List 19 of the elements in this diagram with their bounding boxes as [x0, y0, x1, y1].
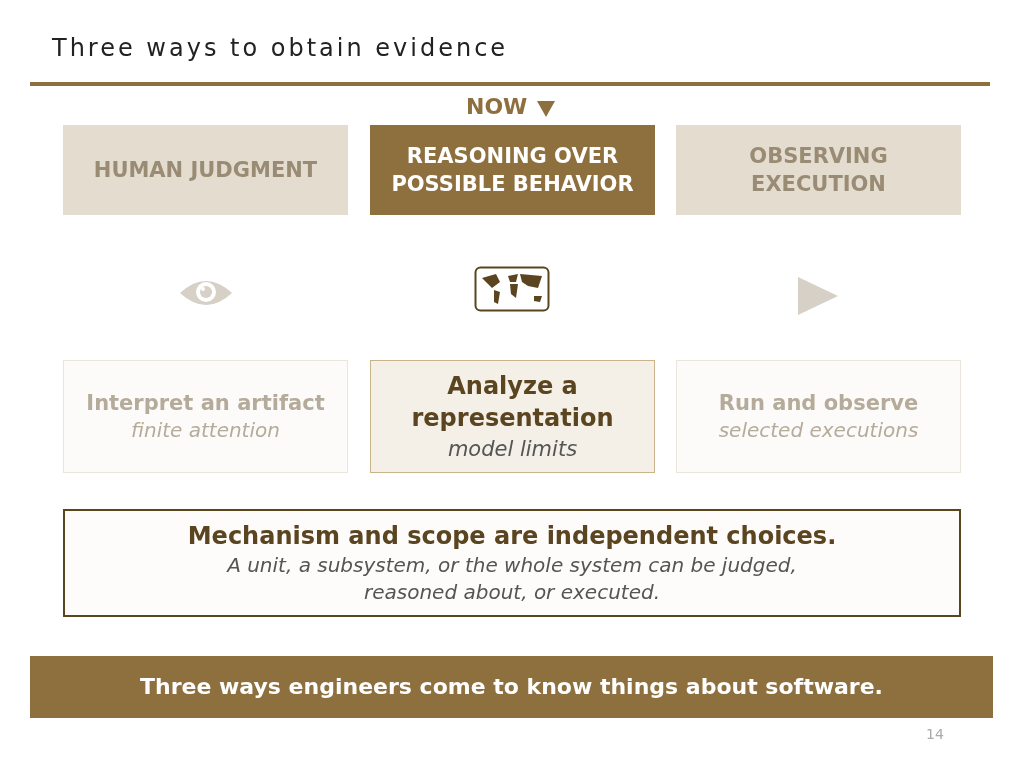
category-card: REASONING OVER POSSIBLE BEHAVIOR — [370, 125, 655, 215]
method-limit: selected executions — [718, 417, 919, 445]
pointer-label: NOW — [466, 94, 528, 119]
method-card — [676, 360, 961, 473]
page-number: 14 — [926, 726, 944, 742]
method-heading: Run and observe — [718, 389, 919, 417]
method-heading: Interpret an artifact — [86, 389, 325, 417]
note-text: A unit, a subsystem, or the whole system can be judged, reasoned about, or executed. — [225, 552, 798, 607]
method-limit: model limits — [447, 435, 578, 463]
summary-banner: Three ways engineers come to know things about software. — [30, 656, 993, 718]
note-box — [63, 509, 961, 617]
method-card — [370, 360, 655, 473]
slide-title: Three ways to obtain evidence — [52, 34, 509, 62]
method-limit: finite attention — [131, 417, 280, 445]
method-heading: Analyze a representation — [410, 370, 615, 435]
note-heading: Mechanism and scope are independent choices. — [187, 520, 837, 552]
category-card: OBSERVING EXECUTION — [676, 125, 961, 215]
method-card — [63, 360, 348, 473]
category-card: HUMAN JUDGMENT — [63, 125, 348, 215]
